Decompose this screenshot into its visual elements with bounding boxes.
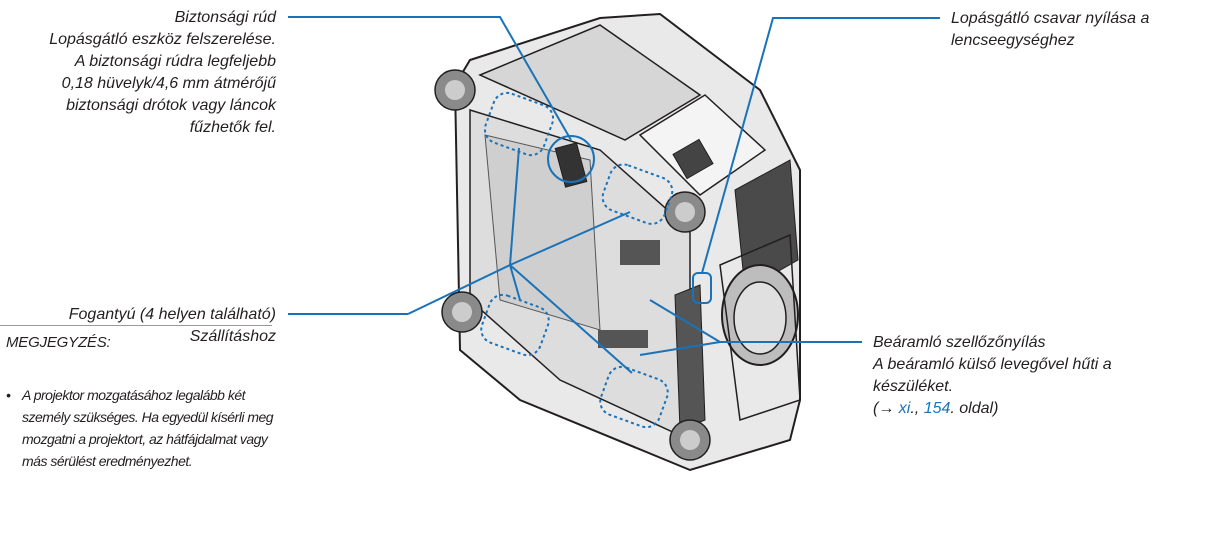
security-bar-line-2: A biztonsági rúdra legfeljebb [74, 53, 276, 70]
security-bar-title: Biztonsági rúd [174, 9, 276, 26]
note-body: • A projektor mozgatásához legalább két … [6, 384, 274, 472]
intake-vent-title: Beáramló szellőzőnyílás [873, 334, 1046, 351]
handle-title: Fogantyú (4 helyen található) [68, 306, 276, 323]
ref-suffix: . oldal) [950, 400, 999, 417]
handle-highlights [480, 91, 674, 429]
security-bar-line-5: fűzhetők fel. [189, 119, 276, 136]
lens-screw-line-1: Lopásgátló csavar nyílása a [951, 10, 1150, 27]
handle-callout: Fogantyú (4 helyen található) Szállításh… [0, 304, 276, 348]
note-divider [0, 325, 272, 326]
security-bar-highlight [547, 135, 595, 183]
security-bar-line-1: Lopásgátló eszköz felszerelése. [49, 31, 276, 48]
note-text: A projektor mozgatásához legalább két sz… [22, 387, 274, 469]
security-bar-line-3: 0,18 hüvelyk/4,6 mm átmérőjű [61, 75, 276, 92]
note-title: MEGJEGYZÉS: [6, 334, 111, 351]
lens-screw-callout: Lopásgátló csavar nyílása a lencseegység… [951, 8, 1223, 52]
intake-vent-line-1: A beáramló külső levegővel hűti a [873, 356, 1112, 373]
ref-sep: ., [910, 400, 924, 417]
projector-body [434, 12, 801, 472]
intake-vent-line-2: készüléket. [873, 378, 954, 395]
security-bar-callout: Biztonsági rúd Lopásgátló eszköz felszer… [0, 7, 276, 139]
ref-link-xi[interactable]: xi [898, 400, 911, 417]
handle-subtitle: Szállításhoz [189, 328, 276, 345]
ref-prefix: (→ [873, 400, 899, 417]
intake-vent-reference: (→ xi., 154. oldal) [873, 398, 1213, 420]
ref-link-154[interactable]: 154 [923, 400, 951, 417]
security-bar-line-4: biztonsági drótok vagy láncok [66, 97, 276, 114]
lens-screw-line-2: lencseegységhez [951, 32, 1075, 49]
intake-vent-callout: Beáramló szellőzőnyílás A beáramló külső… [873, 332, 1213, 420]
note-bullet: • [6, 387, 11, 403]
callout-lines [288, 16, 940, 374]
